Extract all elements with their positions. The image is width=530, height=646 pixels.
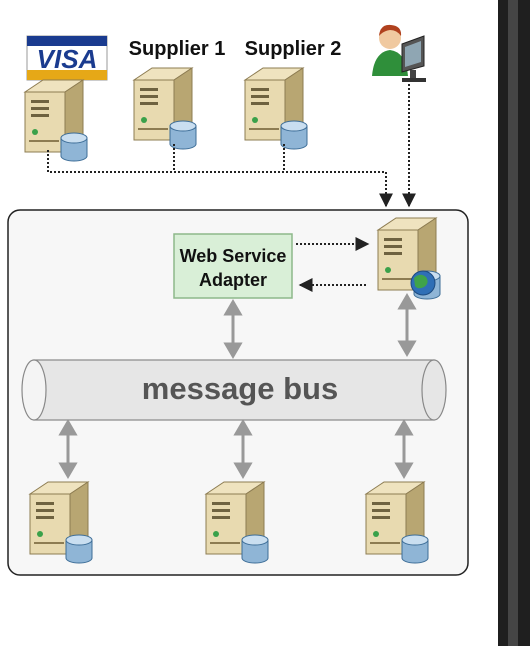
supplier-1-server-icon: [133, 67, 197, 150]
web-server-icon: [377, 217, 441, 300]
architecture-diagram: VISA Supplier 1 Supplier 2 Web Service A…: [7, 24, 469, 576]
supplier-2-server-icon: [244, 67, 308, 150]
window-edge-bar: [498, 0, 530, 646]
window-edge-stripe: [508, 0, 518, 646]
user-icon: [372, 24, 426, 82]
supplier-2-label: Supplier 2: [245, 38, 342, 60]
visa-logo: VISA: [26, 35, 108, 81]
bus-connectors-bottom: [58, 419, 414, 479]
supplier-1-label: Supplier 1: [129, 38, 226, 60]
internal-server-2-icon: [205, 481, 269, 564]
web-service-adapter: Web Service Adapter: [173, 233, 293, 299]
adapter-label-line2: Adapter: [199, 270, 267, 290]
visa-logo-text: VISA: [37, 44, 98, 74]
adapter-label-line1: Web Service: [180, 246, 287, 266]
internal-server-3-icon: [365, 481, 429, 564]
external-connectors: [47, 84, 416, 208]
bus-connectors-top: [223, 293, 417, 359]
message-bus: message bus: [21, 359, 447, 421]
message-bus-label: message bus: [142, 371, 338, 406]
visa-server-icon: [24, 79, 88, 162]
internal-server-1-icon: [29, 481, 93, 564]
adapter-connectors: [296, 237, 370, 292]
